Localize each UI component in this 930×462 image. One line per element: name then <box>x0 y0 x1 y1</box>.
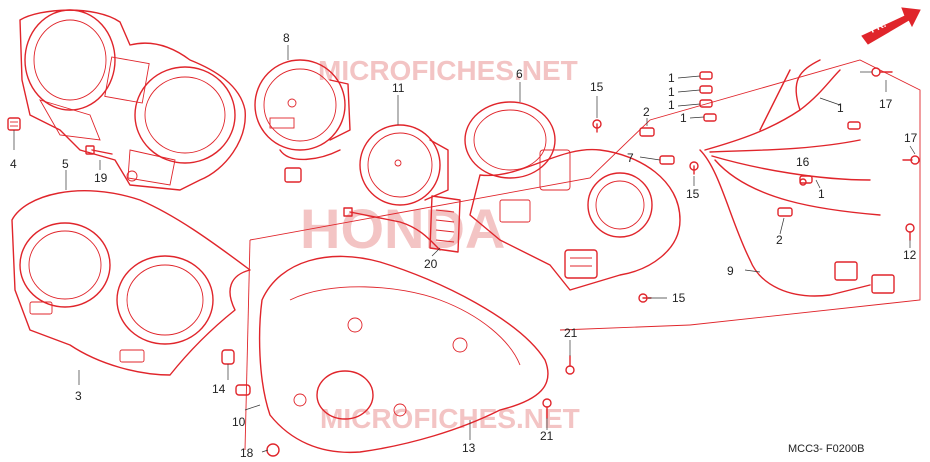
callout-13: 13 <box>462 441 476 455</box>
callout-3: 3 <box>75 389 82 403</box>
callout-1c: 1 <box>668 98 675 112</box>
callout-15a: 15 <box>590 80 604 94</box>
callout-6: 6 <box>516 67 523 81</box>
screw-part-12 <box>905 223 915 241</box>
speedometer-part-11 <box>343 124 449 251</box>
watermark-center: HONDA <box>300 197 505 260</box>
callout-1f: 1 <box>818 187 825 201</box>
callout-4: 4 <box>10 157 17 171</box>
callout-15b: 15 <box>686 187 700 201</box>
wire-harness-part-9 <box>699 59 895 297</box>
socket-part-7 <box>659 155 675 165</box>
callout-15c: 15 <box>672 291 686 305</box>
callout-17b: 17 <box>904 131 918 145</box>
indicator-panel-part-20 <box>429 195 461 253</box>
sockets-part-2 <box>639 127 793 217</box>
screw-part-15-top <box>592 119 602 133</box>
callout-21a: 21 <box>564 326 578 340</box>
screw-part-21-upper <box>565 355 575 375</box>
tachometer-part-8 <box>254 59 351 183</box>
callout-1e: 1 <box>837 101 844 115</box>
direction-arrow: FR. <box>861 7 921 45</box>
callout-10: 10 <box>232 415 246 429</box>
screw-part-16 <box>799 178 807 186</box>
meter-panel-part-5 <box>11 190 251 376</box>
meter-case-part-6 <box>464 101 681 291</box>
grommet-part-4 <box>7 117 21 131</box>
meter-cover-part-13 <box>258 255 549 454</box>
grommet-part-10 <box>235 384 251 396</box>
callouts: 1 1 1 1 1 1 2 2 3 4 5 6 7 8 9 10 11 12 1… <box>10 31 918 460</box>
leader-lines <box>13 45 916 453</box>
callout-9: 9 <box>727 264 734 278</box>
watermark-bottom: MICROFICHES.NET <box>320 403 580 434</box>
watermark-top: MICROFICHES.NET <box>318 55 578 86</box>
callout-14: 14 <box>212 382 226 396</box>
callout-7: 7 <box>627 151 634 165</box>
callout-18: 18 <box>240 446 254 460</box>
callout-2a: 2 <box>643 105 650 119</box>
collar-part-14 <box>221 349 235 365</box>
callout-11: 11 <box>392 81 405 95</box>
callout-1a: 1 <box>668 71 675 85</box>
callout-5: 5 <box>62 157 69 171</box>
callout-21b: 21 <box>540 429 554 443</box>
callout-12: 12 <box>903 248 917 262</box>
callout-2b: 2 <box>776 233 783 247</box>
assembly-outline <box>244 59 921 451</box>
callout-1b: 1 <box>668 85 675 99</box>
screw-part-17-mid <box>902 155 920 165</box>
callout-19: 19 <box>94 171 108 185</box>
screw-part-15-mid <box>689 161 699 175</box>
callout-8: 8 <box>283 31 290 45</box>
callout-1d: 1 <box>680 111 687 125</box>
screw-part-21-lower <box>542 398 552 419</box>
nut-part-18 <box>266 443 280 457</box>
callout-17a: 17 <box>879 97 893 111</box>
callout-16: 16 <box>796 155 810 169</box>
upper-meter-case <box>19 9 246 191</box>
screw-part-19 <box>85 145 113 155</box>
callout-20: 20 <box>424 257 438 271</box>
reference-code: MCC3- F0200B <box>788 443 864 455</box>
